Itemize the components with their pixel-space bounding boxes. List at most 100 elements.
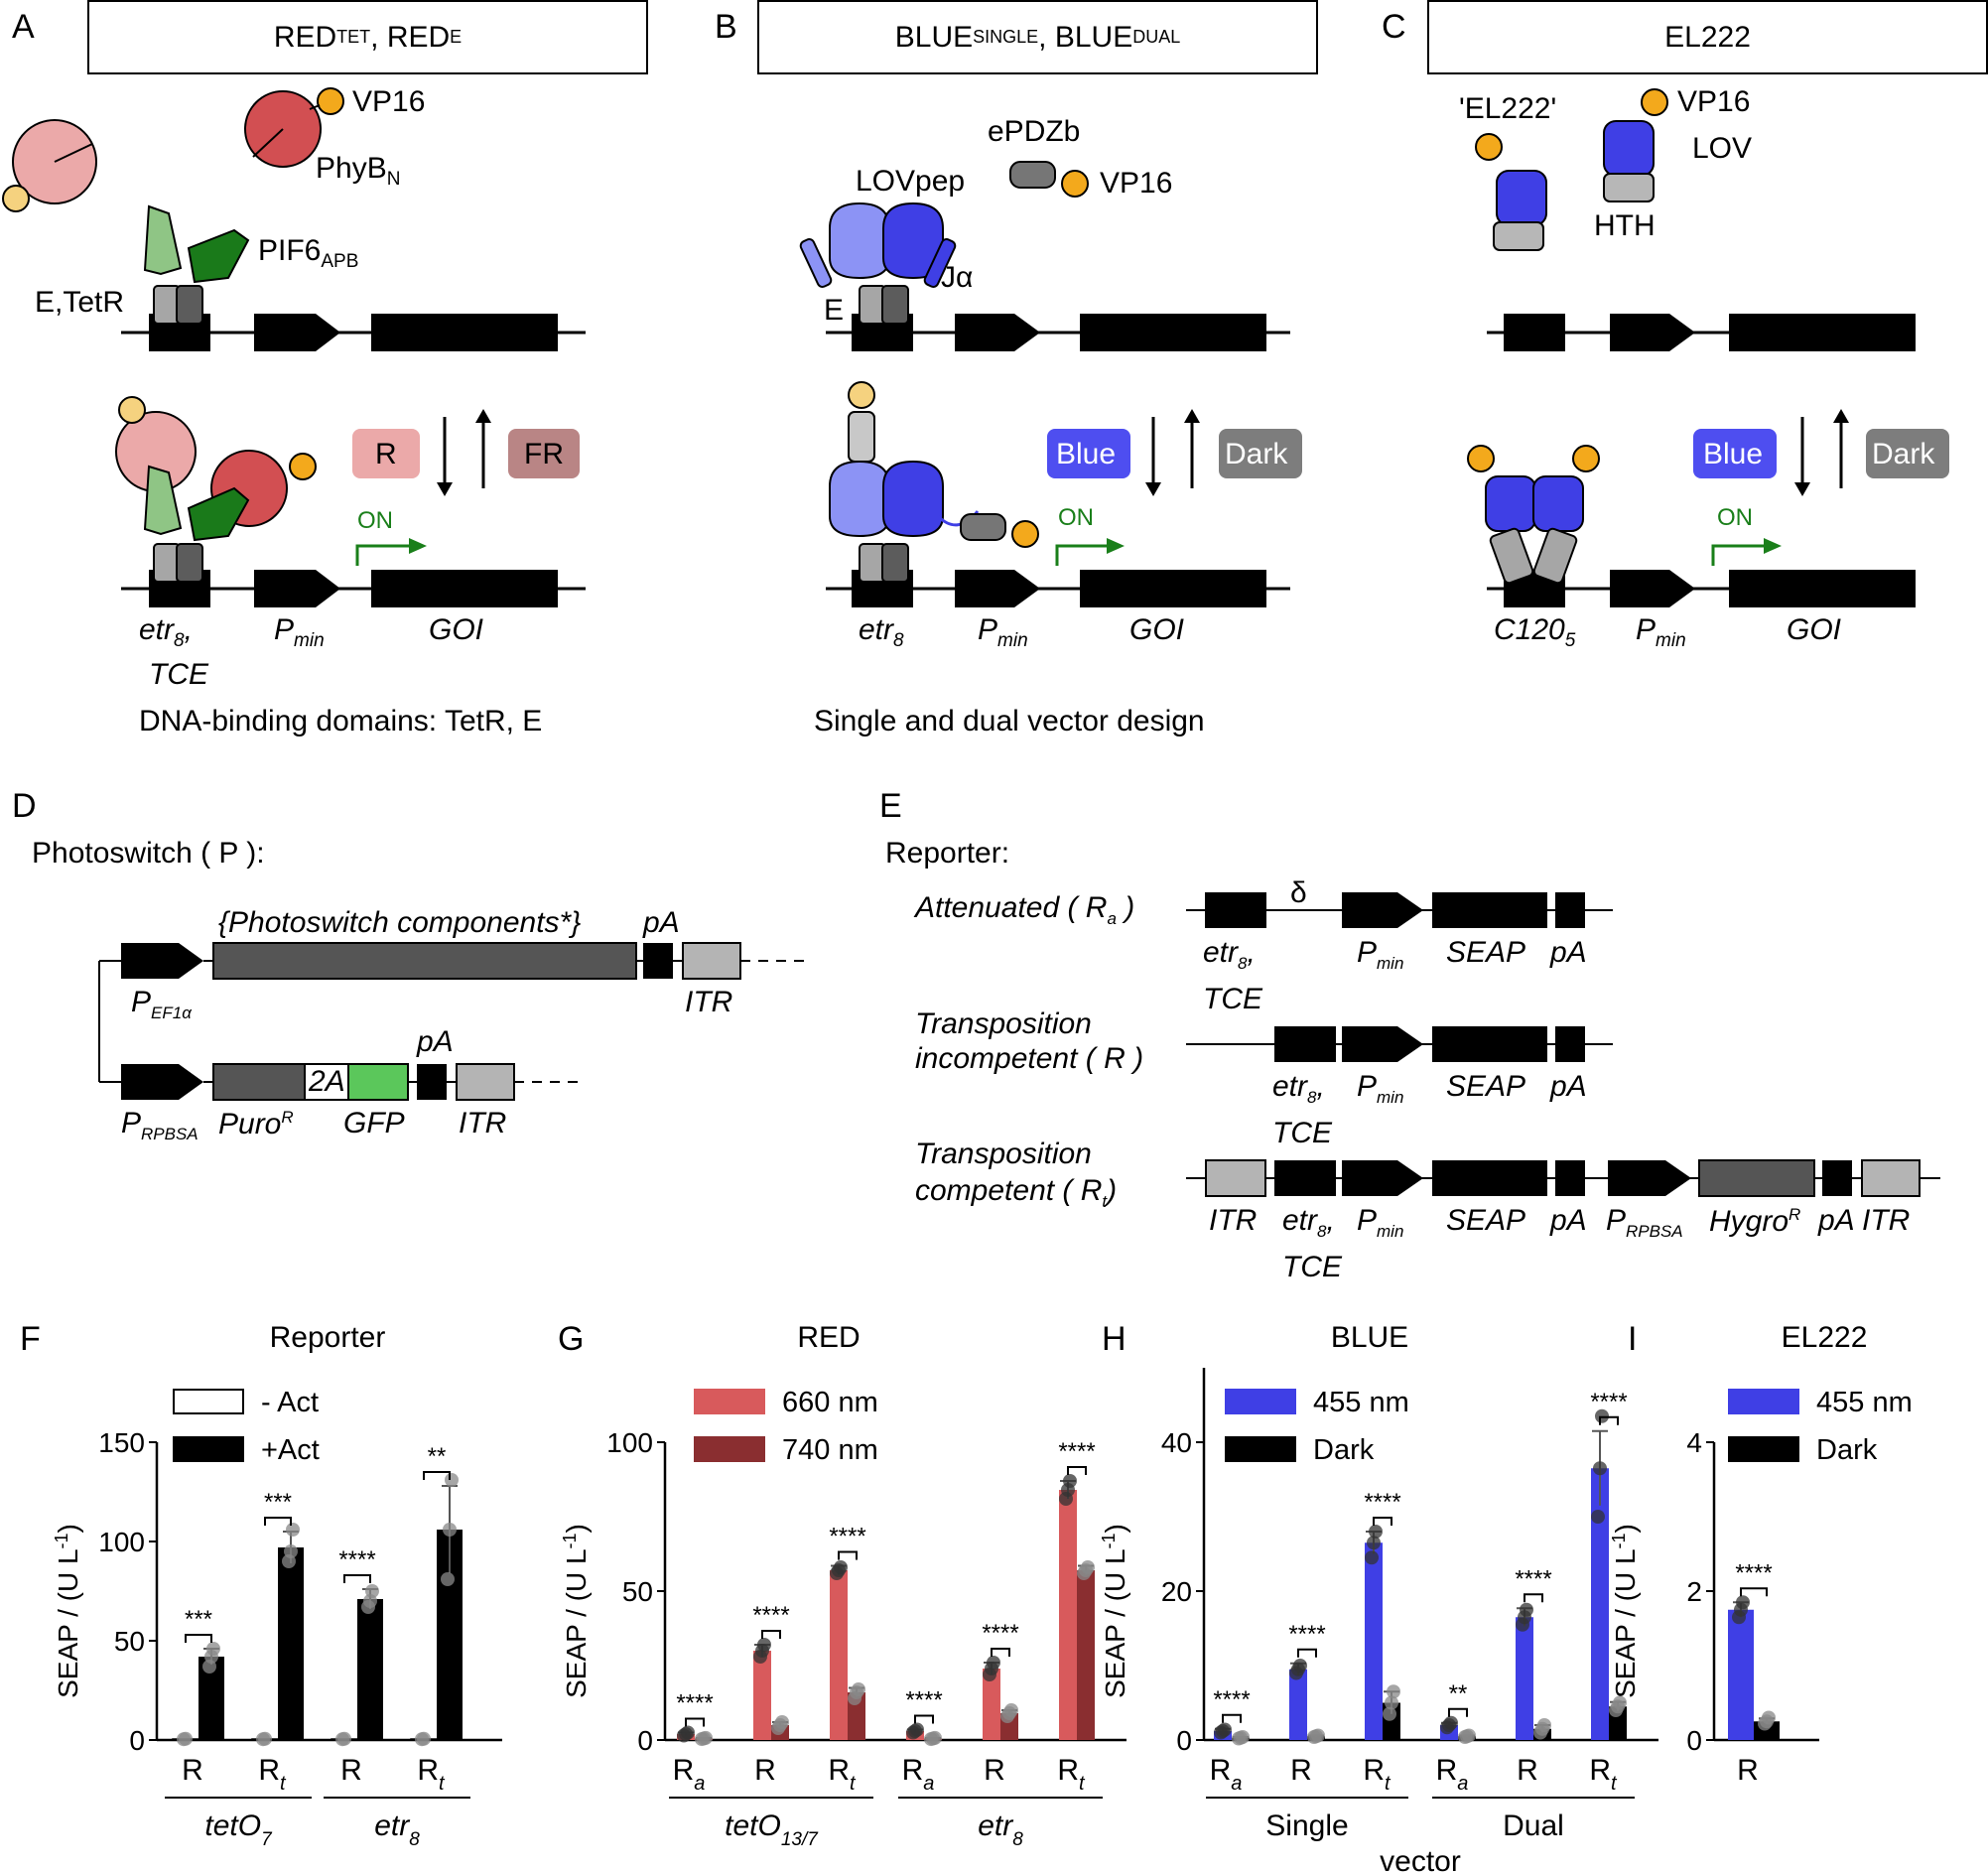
- panel-letter-a: A: [12, 8, 35, 46]
- chart-H-point: [1383, 1706, 1396, 1721]
- e-r3-hygro-main: Hygro: [1709, 1205, 1789, 1238]
- e-r3-prpbsa: PRPBSA: [1606, 1204, 1683, 1241]
- e-r2-pmin: Pmin: [1357, 1070, 1403, 1107]
- header-a-main1: RED: [273, 20, 337, 54]
- b-dark-box-label: Dark: [1225, 438, 1288, 470]
- e-r3-etr-comma: ,: [1326, 1204, 1335, 1237]
- chart-G-xtick-main: R: [754, 1754, 776, 1787]
- e-r3-etr-main: etr: [1282, 1204, 1318, 1237]
- d-2a-label: 2A: [309, 1065, 345, 1098]
- e-r1-pmin-main: P: [1357, 936, 1378, 969]
- header-a-main2: RED: [386, 20, 451, 54]
- chart-F-group-main: etr: [374, 1809, 410, 1842]
- chart-F-xtick-sub: t: [280, 1773, 287, 1795]
- e-r2-etr-sub: 8: [1307, 1088, 1317, 1107]
- chart-F-point: [445, 1473, 459, 1487]
- chart-I-sig-bracket: [1740, 1587, 1768, 1597]
- chart-H-letter: H: [1102, 1320, 1127, 1358]
- chart-I-ylabel: SEAP / (U L-1): [1609, 1524, 1641, 1698]
- chart-F-point: [284, 1544, 298, 1558]
- chart-G-group-label: etr8: [978, 1809, 1023, 1850]
- d-itr-top: ITR: [685, 986, 733, 1018]
- chart-H-xtick-label: Ra: [1436, 1754, 1469, 1795]
- c-goi-label: GOI: [1787, 613, 1842, 646]
- chart-G-bar: [830, 1570, 848, 1740]
- chart-I-bar: [1728, 1609, 1754, 1740]
- chart-G-sig-label: ****: [829, 1524, 865, 1550]
- d-pef-main: P: [131, 986, 152, 1018]
- chart-H-legend-label: Dark: [1313, 1434, 1375, 1466]
- chart-G-xtick-label: Ra: [673, 1754, 706, 1795]
- e-r3-seap: SEAP: [1446, 1204, 1526, 1237]
- chart-H-sig-label: ****: [1288, 1621, 1325, 1648]
- chart-H-ylabel: SEAP / (U L-1): [1099, 1524, 1130, 1698]
- chart-F-sig-label: **: [428, 1443, 447, 1470]
- e-r2-pa: pA: [1550, 1070, 1587, 1103]
- chart-G-sig-label: ****: [676, 1690, 713, 1717]
- e-tc-line1: Transposition: [915, 1138, 1092, 1170]
- chart-G-xtick-main: R: [902, 1754, 924, 1787]
- chart-H-group-main: Single: [1265, 1809, 1348, 1842]
- chart-G-xtick-sub: a: [923, 1773, 934, 1795]
- chart-I-sig-label: ****: [1735, 1559, 1772, 1586]
- chart-G-sig-bracket: [761, 1630, 781, 1639]
- c-on-label: ON: [1717, 504, 1753, 531]
- chart-G-group-main: etr: [978, 1809, 1013, 1842]
- panel-a-proteins-bottom: [115, 396, 317, 583]
- e-r3-hygro: HygroR: [1709, 1206, 1800, 1237]
- header-b-sub1: SINGLE: [973, 27, 1039, 47]
- chart-F-point: [365, 1584, 379, 1598]
- chart-G-xtick-label: Ra: [902, 1754, 935, 1795]
- chart-G-legend-label: 660 nm: [782, 1387, 878, 1418]
- e-r2-pmin-main: P: [1357, 1070, 1378, 1103]
- chart-G-ylabel-main: SEAP / (U L: [561, 1548, 592, 1697]
- chart-H-xtick-sub: t: [1385, 1773, 1392, 1795]
- chart-H-xtick-main: R: [1210, 1754, 1232, 1787]
- chart-F-point: [286, 1523, 300, 1537]
- chart-F-xtick-main: R: [417, 1754, 439, 1787]
- e-r2-etr-comma: ,: [1316, 1070, 1325, 1103]
- chart-H-sig-label: ****: [1213, 1686, 1250, 1713]
- c-vp16-label: VP16: [1677, 85, 1751, 118]
- e-r1-etr-comma: ,: [1247, 936, 1256, 969]
- chart-G-ylabel-sup: -1: [560, 1533, 580, 1548]
- chart-H-xtick-sub: a: [1457, 1773, 1468, 1795]
- panel-b-proteins-top: [799, 161, 1089, 325]
- chart-F-legend-label: - Act: [261, 1387, 319, 1418]
- chart-G-point: [910, 1722, 924, 1737]
- d-title: Photoswitch ( P ):: [32, 837, 265, 870]
- chart-G-bar: [983, 1669, 1000, 1740]
- a-pmin-main: P: [274, 613, 295, 646]
- chart-G-sig-label: ****: [1058, 1438, 1095, 1465]
- chart-G-sig-label: ****: [905, 1687, 942, 1714]
- chart-F-legend-swatch: [173, 1436, 244, 1462]
- panel-e-diagram: [1186, 892, 1940, 1197]
- chart-F-group-main: tetO: [204, 1809, 261, 1842]
- chart-H-xtick-label: Rt: [1363, 1754, 1392, 1795]
- chart-H-sig-label: ****: [1590, 1389, 1627, 1415]
- chart-H-xtick-label: R: [1517, 1754, 1538, 1787]
- chart-F-ytick-label: 150: [98, 1427, 145, 1458]
- chart-F-legend-swatch: [173, 1389, 244, 1414]
- a-fr-box-label: FR: [524, 438, 564, 470]
- panel-letter-c: C: [1382, 8, 1406, 46]
- a-etr-sub: 8: [174, 630, 185, 651]
- e-ti-line2: incompetent ( R ): [915, 1042, 1144, 1075]
- chart-H-sig-bracket: [1448, 1707, 1468, 1717]
- chart-F-sig-label: ****: [338, 1546, 375, 1573]
- chart-H-sig-bracket: [1524, 1593, 1543, 1603]
- e-r3-prpbsa-main: P: [1606, 1204, 1627, 1237]
- chart-H-point: [1365, 1550, 1379, 1565]
- chart-F-xtick-main: R: [182, 1754, 203, 1787]
- e-r3-pa2: pA: [1818, 1204, 1855, 1237]
- chart-I-point: [1736, 1595, 1750, 1610]
- chart-H-point: [1613, 1695, 1627, 1710]
- b-blue-box-label: Blue: [1056, 438, 1117, 470]
- header-b-main1: BLUE: [894, 20, 974, 54]
- chart-G-ytick-label: 0: [637, 1725, 653, 1756]
- chart-G-xtick-main: R: [828, 1754, 850, 1787]
- chart-H-xtick-label: Ra: [1210, 1754, 1243, 1795]
- chart-F-ytick-label: 100: [98, 1527, 145, 1557]
- chart-G-group-label: tetO13/7: [725, 1809, 819, 1850]
